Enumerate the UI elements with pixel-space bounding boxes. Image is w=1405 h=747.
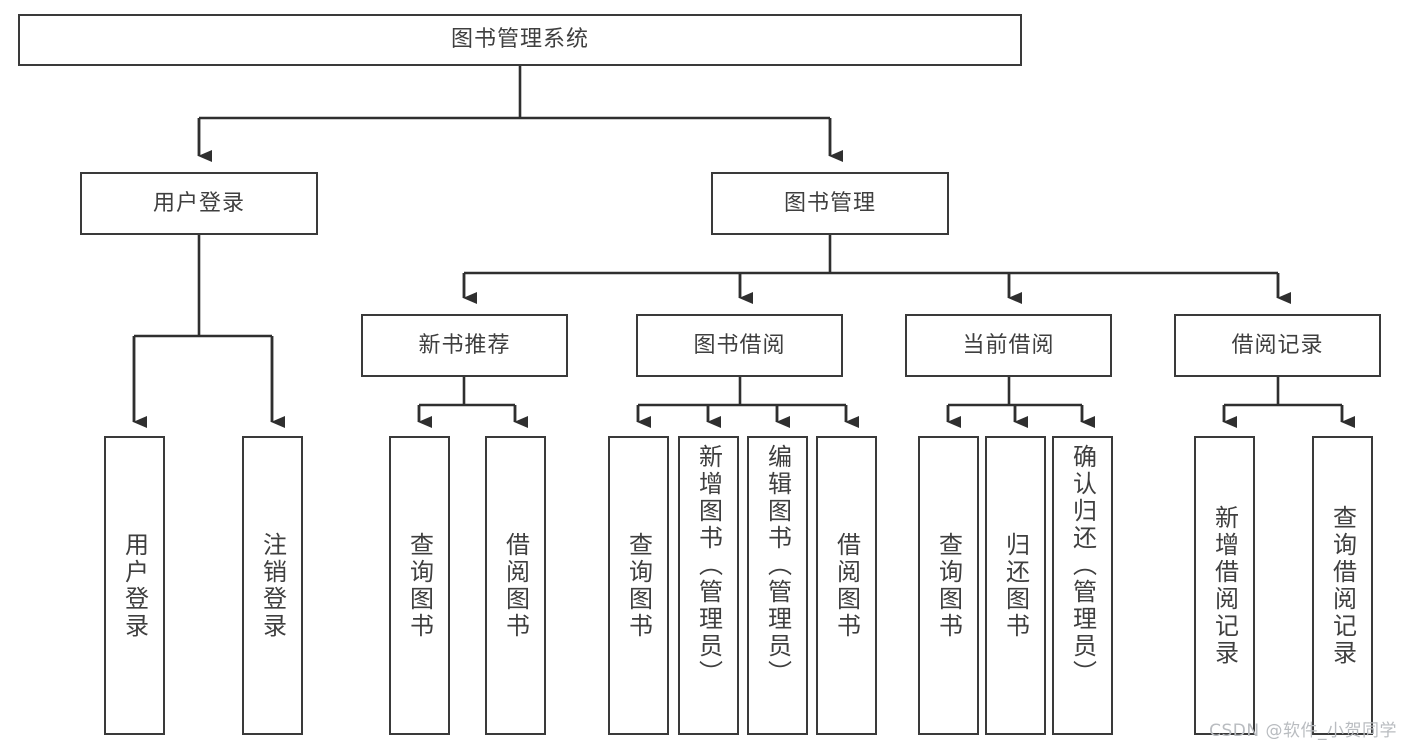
node-leaf-add-book-admin-label: 新增图书（管理员）: [694, 444, 723, 687]
node-leaf-query-book-1[interactable]: 查询图书: [389, 436, 450, 735]
node-root[interactable]: 图书管理系统: [18, 14, 1022, 66]
node-leaf-query-book-2[interactable]: 查询图书: [608, 436, 669, 735]
node-leaf-query-borrow-record[interactable]: 查询借阅记录: [1312, 436, 1373, 735]
node-leaf-return-book-label: 归还图书: [1001, 531, 1030, 640]
node-leaf-borrow-book-2[interactable]: 借阅图书: [816, 436, 877, 735]
node-leaf-add-borrow-record[interactable]: 新增借阅记录: [1194, 436, 1255, 735]
node-leaf-query-borrow-record-label: 查询借阅记录: [1328, 504, 1357, 667]
node-leaf-query-book-3[interactable]: 查询图书: [918, 436, 979, 735]
node-leaf-query-book-2-label: 查询图书: [624, 531, 653, 640]
node-leaf-edit-book-admin-label: 编辑图书（管理员）: [763, 444, 792, 687]
node-user-login[interactable]: 用户登录: [80, 172, 318, 235]
node-leaf-borrow-book-1-label: 借阅图书: [501, 531, 530, 640]
node-leaf-borrow-book-1[interactable]: 借阅图书: [485, 436, 546, 735]
watermark-text: CSDN @软件_小贺同学: [1209, 721, 1397, 741]
node-leaf-return-book[interactable]: 归还图书: [985, 436, 1046, 735]
node-leaf-confirm-return-admin[interactable]: 确认归还（管理员）: [1052, 436, 1113, 735]
node-leaf-add-borrow-record-label: 新增借阅记录: [1210, 504, 1239, 667]
node-borrow-record[interactable]: 借阅记录: [1174, 314, 1381, 377]
node-leaf-edit-book-admin[interactable]: 编辑图书（管理员）: [747, 436, 808, 735]
node-leaf-add-book-admin[interactable]: 新增图书（管理员）: [678, 436, 739, 735]
node-leaf-query-book-1-label: 查询图书: [405, 531, 434, 640]
node-new-book-recommend[interactable]: 新书推荐: [361, 314, 568, 377]
node-book-borrow-label: 图书借阅: [693, 332, 786, 358]
node-borrow-record-label: 借阅记录: [1231, 332, 1324, 358]
node-leaf-borrow-book-2-label: 借阅图书: [832, 531, 861, 640]
node-leaf-query-book-3-label: 查询图书: [934, 531, 963, 640]
node-leaf-confirm-return-admin-label: 确认归还（管理员）: [1068, 444, 1097, 687]
node-new-book-recommend-label: 新书推荐: [418, 332, 511, 358]
node-leaf-user-login[interactable]: 用户登录: [104, 436, 165, 735]
node-leaf-logout-login[interactable]: 注销登录: [242, 436, 303, 735]
node-leaf-user-login-label: 用户登录: [120, 531, 149, 640]
node-current-borrow[interactable]: 当前借阅: [905, 314, 1112, 377]
node-current-borrow-label: 当前借阅: [962, 332, 1055, 358]
node-book-manage[interactable]: 图书管理: [711, 172, 949, 235]
node-book-borrow[interactable]: 图书借阅: [636, 314, 843, 377]
node-root-label: 图书管理系统: [450, 27, 589, 53]
node-user-login-label: 用户登录: [152, 190, 245, 216]
node-book-manage-label: 图书管理: [783, 190, 876, 216]
node-leaf-logout-login-label: 注销登录: [258, 531, 287, 640]
